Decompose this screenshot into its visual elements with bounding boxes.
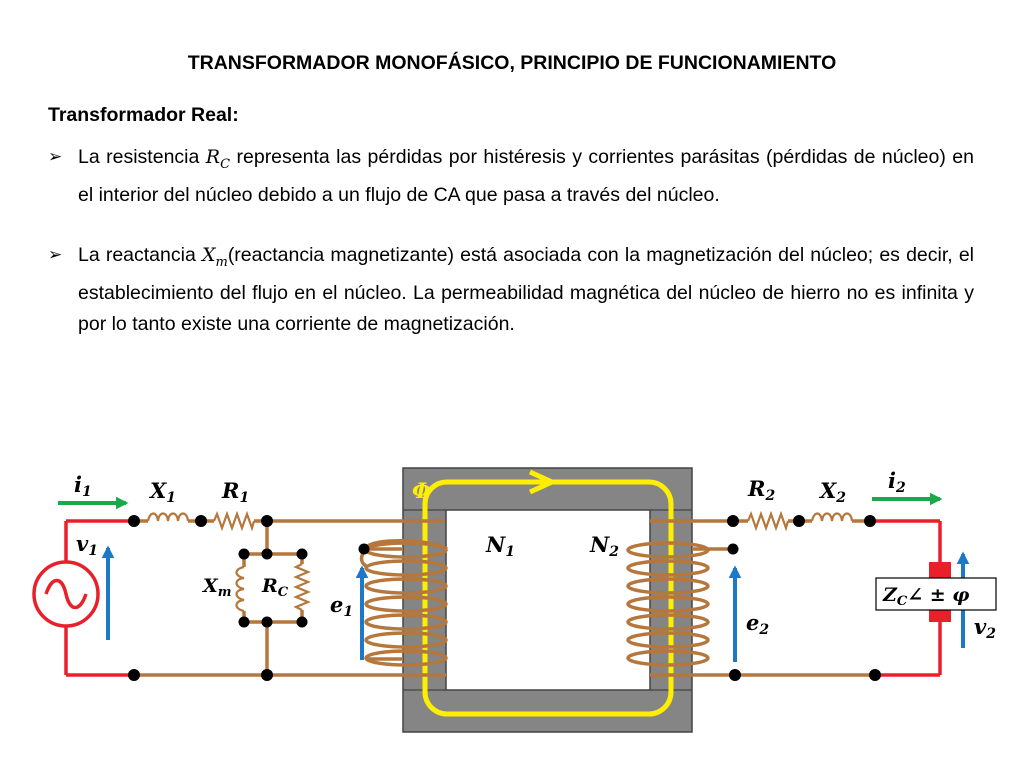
bullet-text-pre: La resistencia (78, 146, 206, 168)
label-n1: N1 (485, 532, 515, 560)
load-label-box (875, 577, 997, 611)
label-v2: v2 (974, 614, 996, 642)
label-r1: R1 (221, 478, 249, 506)
bullet-magnetizing-reactance: ➢ La reactancia Xm(reactancia magnetizan… (48, 240, 974, 339)
label-zc: ZC∠ ± φ (882, 584, 970, 609)
bullet-text-post: (reactancia magnetizante) está asociada … (78, 244, 974, 335)
resistor-rc (293, 563, 311, 611)
ac-source (32, 560, 100, 628)
resistor-r1 (212, 510, 256, 532)
label-e2: e2 (746, 610, 769, 638)
inductor-xm (235, 565, 245, 613)
secondary-winding (626, 541, 710, 667)
label-r2: R2 (747, 476, 775, 504)
label-phi: Φ (412, 478, 430, 503)
section-subtitle: Transformador Real: (48, 104, 239, 126)
symbol-rc: RC (205, 146, 231, 172)
red-wires (64, 519, 942, 677)
label-xm: Xm (202, 575, 232, 600)
slide-title: TRANSFORMADOR MONOFÁSICO, PRINCIPIO DE F… (187, 52, 837, 74)
symbol-xm: Xm (201, 244, 228, 270)
bullet-arrow-icon: ➢ (48, 245, 63, 264)
label-e1: e1 (330, 592, 353, 620)
terminal-nodes (128, 515, 881, 681)
label-i1: i1 (74, 472, 92, 500)
label-i2: i2 (888, 468, 906, 496)
label-x1: X1 (148, 478, 176, 506)
label-n2: N2 (589, 532, 619, 560)
resistor-r2 (746, 510, 790, 532)
bullet-core-resistance: ➢ La resistencia RC representa las pérdi… (48, 142, 975, 211)
bullet-arrow-icon: ➢ (48, 147, 63, 166)
iron-core (402, 467, 693, 733)
label-x2: X2 (818, 478, 846, 506)
bullet-text-post: representa las pérdidas por histéresis y… (78, 146, 975, 207)
bullet-text-pre: La reactancia (78, 244, 202, 266)
inductor-x2 (810, 512, 854, 522)
label-rc: RC (261, 575, 289, 600)
label-v1: v1 (76, 531, 98, 559)
inductor-x1 (146, 512, 190, 522)
